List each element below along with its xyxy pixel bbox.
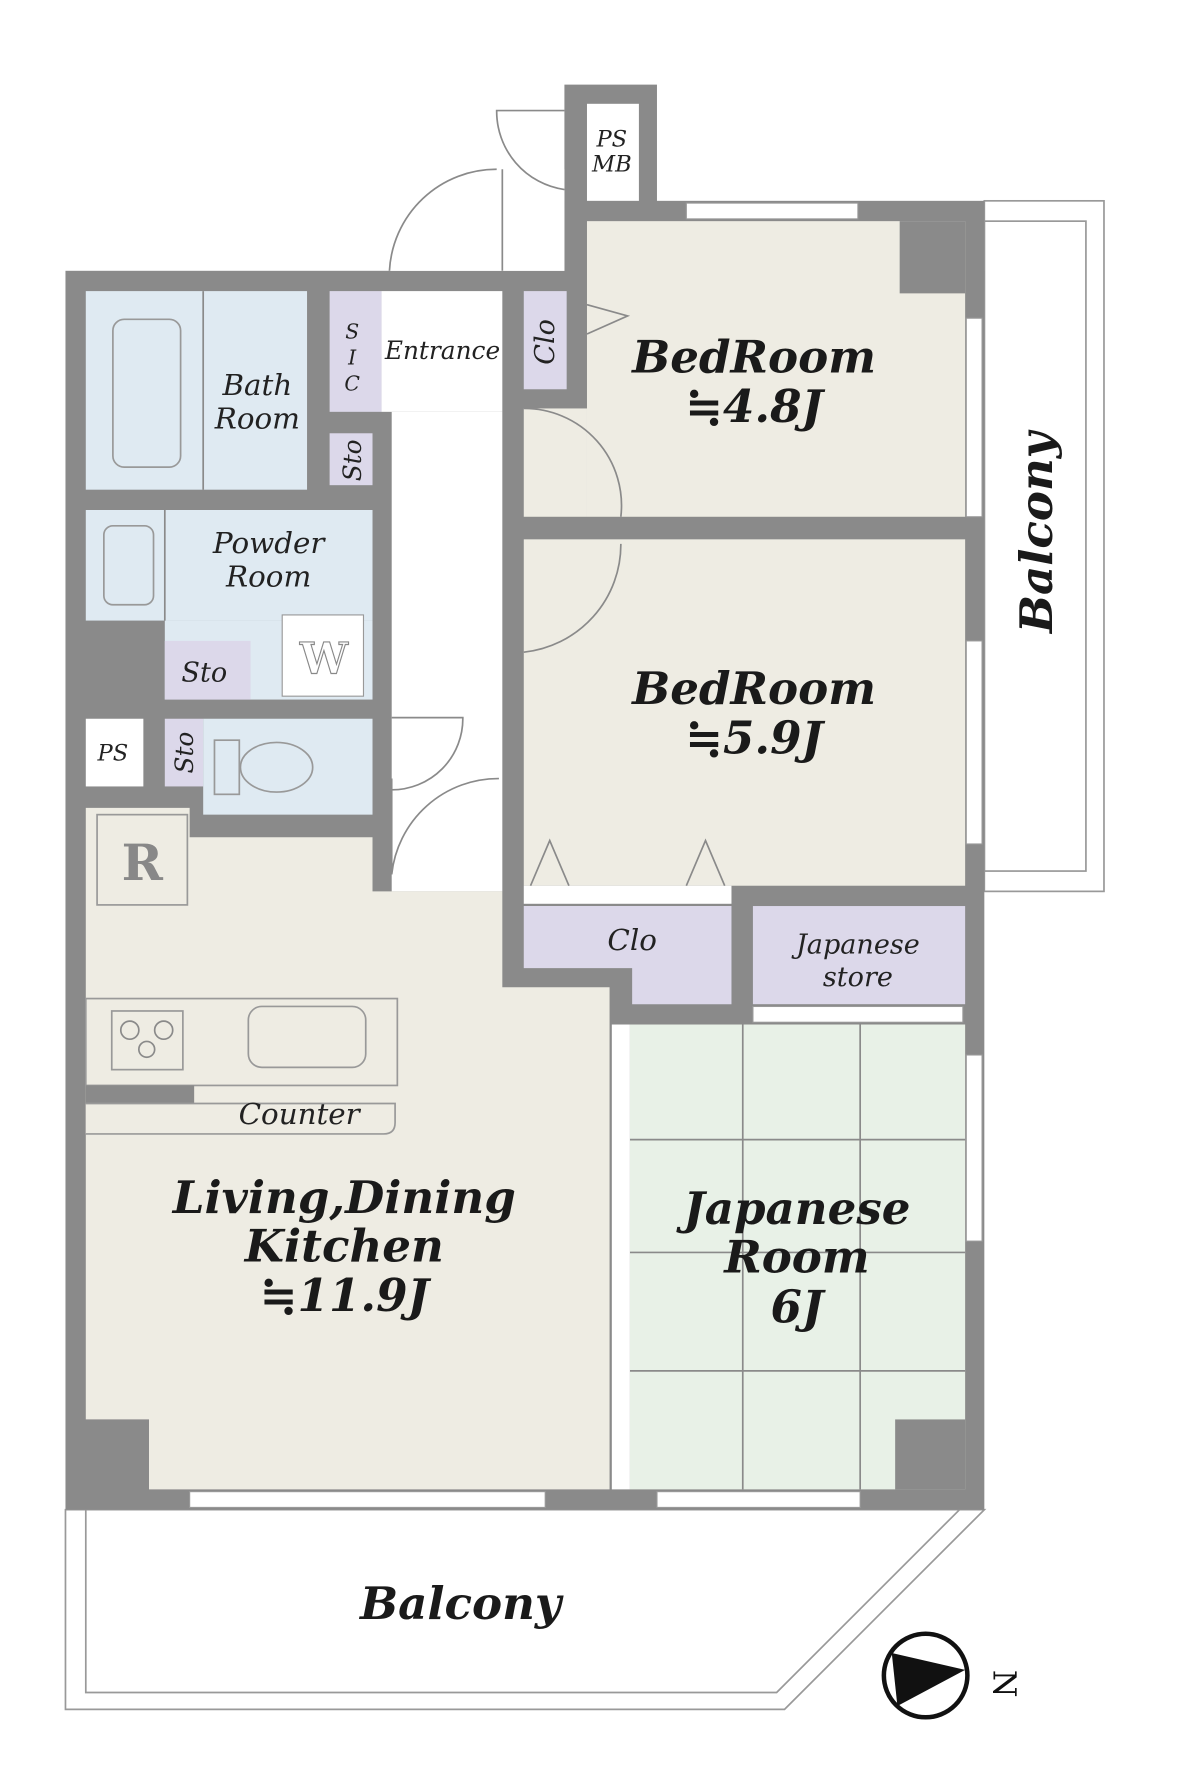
sto-label: Sto [170, 732, 199, 774]
entrance-label: Entrance [384, 336, 500, 365]
storage [329, 433, 373, 486]
counter [85, 1102, 396, 1135]
japanese-room-label-1: Japanese [675, 1182, 910, 1235]
ps-mb-shaft [586, 103, 639, 201]
refrigerator-label: R [122, 833, 164, 892]
bedroom-1-size: ≒4.8J [685, 380, 825, 433]
closet [523, 291, 567, 390]
japanese-room-size: 6J [771, 1280, 826, 1333]
sic-label: S [345, 319, 359, 343]
storage [164, 718, 204, 787]
sto-label: Sto [181, 658, 227, 689]
washer-space [281, 614, 365, 697]
clo-label: Clo [607, 923, 656, 957]
kitchen-counter [84, 997, 399, 1087]
counter-label: Counter [239, 1097, 362, 1131]
ps-label: PS [595, 127, 627, 153]
sic-label: C [344, 371, 360, 395]
japanese-room-label-2: Room [722, 1231, 869, 1284]
bathtub-icon [112, 318, 182, 468]
sink-icon [103, 524, 155, 606]
bath-label-2: Room [214, 402, 300, 436]
storage [164, 640, 251, 700]
entrance [381, 291, 503, 412]
mb-label: MB [591, 152, 632, 178]
japanese-store-label: store [823, 962, 893, 993]
washer-label: W [299, 635, 349, 685]
bedroom-2-size: ≒5.9J [685, 712, 825, 765]
clo-label: Clo [530, 319, 561, 365]
sic-label: I [347, 345, 357, 369]
ldk-label-2: Kitchen [243, 1219, 444, 1272]
ldk-size: ≒11.9J [260, 1269, 432, 1322]
japanese-store-label: Japanese [791, 929, 920, 960]
bedroom-1-name: BedRoom [630, 330, 876, 383]
toilet-room [203, 718, 373, 815]
powder-label-2: Room [225, 560, 311, 594]
windows [189, 202, 983, 1508]
bedroom-2-name: BedRoom [630, 662, 876, 715]
pipe-shaft [85, 718, 144, 787]
closet-2 [523, 906, 732, 1005]
balcony-right [983, 199, 1105, 893]
japanese-room[interactable] [629, 1024, 966, 1490]
powder-label-1: Powder [212, 526, 326, 560]
sto-label: Sto [338, 439, 367, 481]
ps-label: PS [97, 740, 129, 766]
compass-north-label: N [985, 1670, 1021, 1698]
hallway [391, 411, 503, 892]
toilet-icon [239, 741, 314, 793]
sic-closet [329, 291, 382, 412]
powder-room [85, 510, 373, 621]
balcony-right-label: Balcony [1010, 429, 1063, 635]
bedroom-2[interactable] [523, 539, 966, 886]
bathroom [85, 291, 308, 490]
japanese-store [752, 906, 966, 1005]
compass-north-arrow-icon: N [881, 1631, 1021, 1720]
bath-label-1: Bath [222, 368, 293, 402]
balcony-bottom-label: Balcony [358, 1577, 564, 1630]
kitchen-sink-icon [247, 1005, 367, 1069]
refrigerator-space [96, 813, 189, 906]
living-dining-kitchen[interactable] [85, 807, 610, 1490]
ldk-label-1: Living,Dining [171, 1171, 516, 1224]
stove-icon [110, 1010, 184, 1071]
